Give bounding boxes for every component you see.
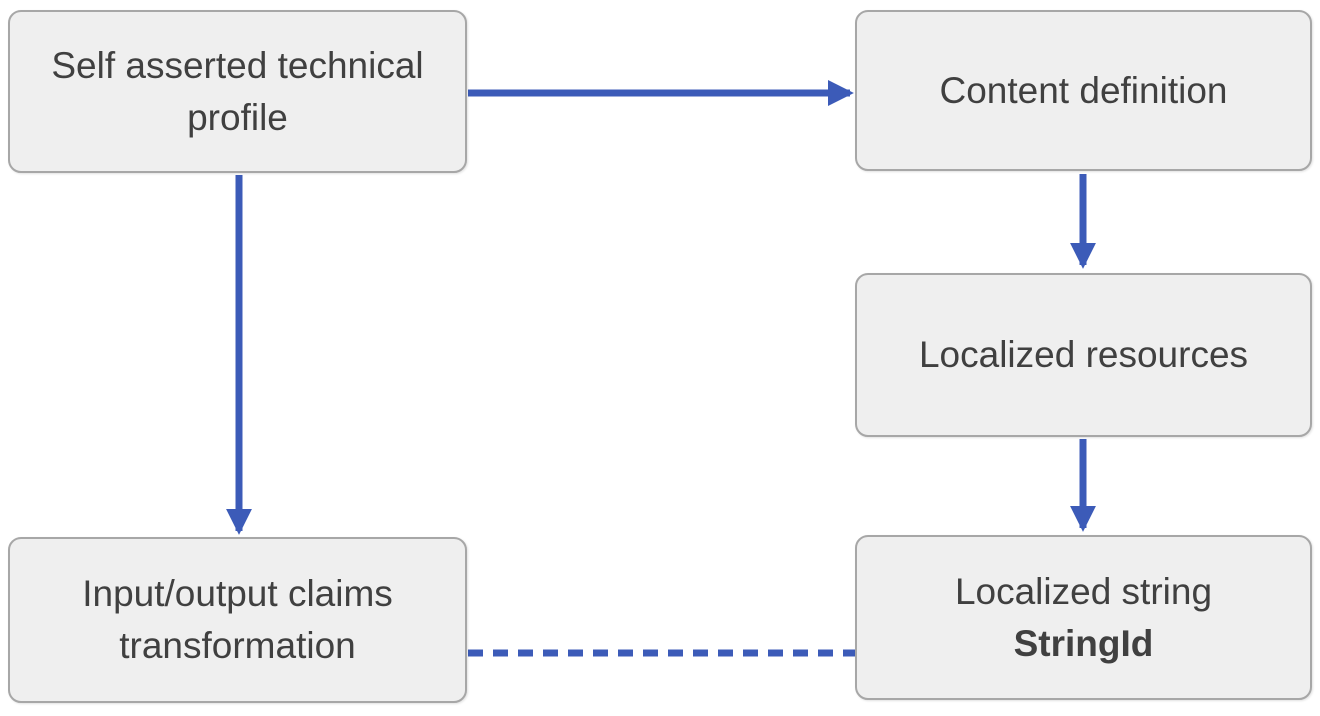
node-label: Input/output claims transformation [82,573,393,666]
node-label: Self asserted technical profile [51,44,424,138]
node-self-asserted-technical-profile: Self asserted technical profile [8,10,467,173]
node-localized-resources: Localized resources [855,273,1312,437]
node-localized-string: Localized string StringId [855,535,1312,700]
node-content-definition: Content definition [855,10,1312,171]
node-label: Content definition [939,69,1228,111]
node-label: Localized string [954,570,1213,612]
node-label: Localized resources [918,334,1249,375]
node-sublabel-stringid: StringId [1013,622,1154,664]
node-input-output-claims-transformation: Input/output claims transformation [8,537,467,703]
